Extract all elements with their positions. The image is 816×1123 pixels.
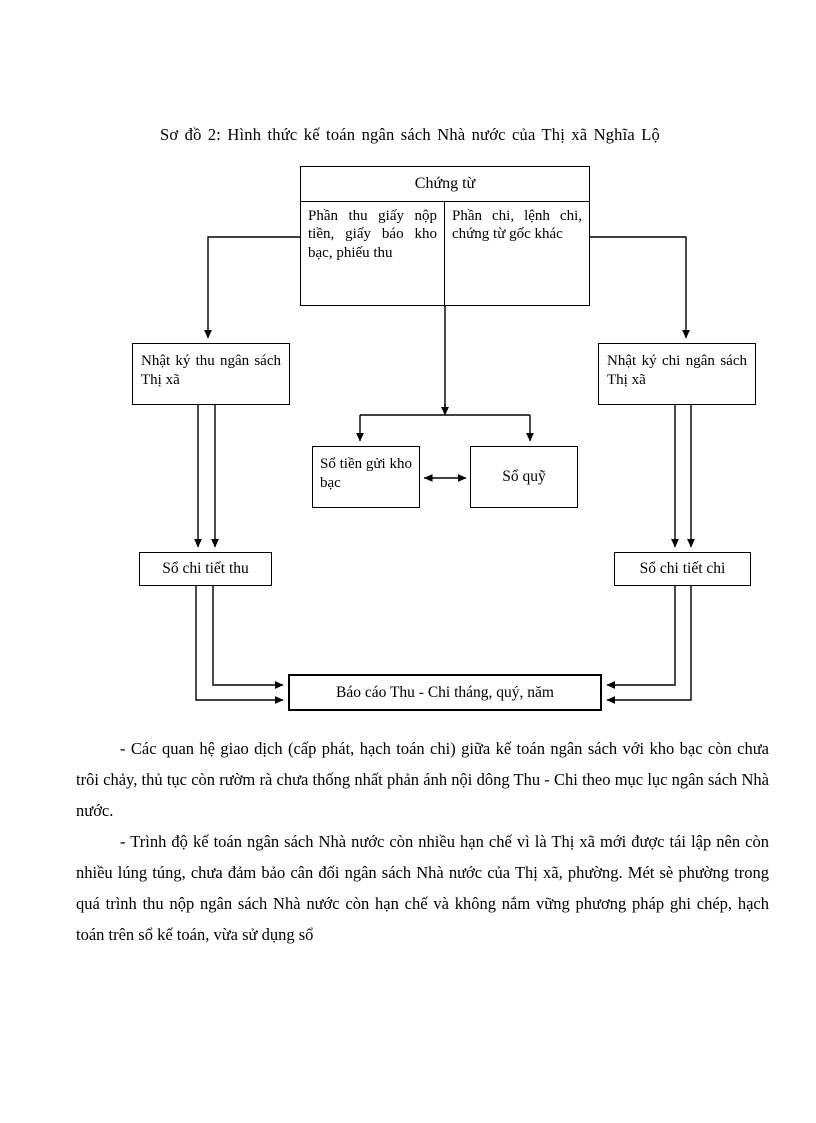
so-quy-label: Sổ quỹ — [502, 468, 546, 486]
diagram-connectors — [194, 236, 695, 704]
so-tien-gui-label: Sổ tiền gửi kho bạc — [320, 456, 412, 491]
figure-title: Sơ đồ 2: Hình thức kế toán ngân sách Nhà… — [160, 125, 660, 144]
node-nhat-ky-chi: Nhật ký chi ngân sách Thị xã — [598, 343, 756, 405]
so-chi-tiet-chi-label: Sổ chi tiết chi — [639, 560, 726, 578]
node-nhat-ky-thu: Nhật ký thu ngân sách Thị xã — [132, 343, 290, 405]
node-so-quy: Sổ quỹ — [470, 446, 578, 508]
nhat-ky-chi-label: Nhật ký chi ngân sách Thị xã — [607, 353, 747, 388]
node-so-chi-tiet-thu: Sổ chi tiết thu — [139, 552, 272, 586]
body-text: - Các quan hệ giao dịch (cấp phát, hạch … — [76, 733, 769, 950]
so-chi-tiet-thu-label: Sổ chi tiết thu — [162, 560, 249, 578]
accounting-flow-diagram: Chứng từ Phần thu giấy nộp tiền, giấy bá… — [132, 166, 756, 711]
chung-tu-header: Chứng từ — [301, 167, 589, 202]
chung-tu-columns: Phần thu giấy nộp tiền, giấy báo kho bạc… — [301, 202, 589, 307]
node-bao-cao: Báo cáo Thu - Chi tháng, quý, năm — [288, 674, 602, 711]
node-so-tien-gui-kho-bac: Sổ tiền gửi kho bạc — [312, 446, 420, 508]
chung-tu-left-cell: Phần thu giấy nộp tiền, giấy báo kho bạc… — [301, 202, 445, 307]
node-so-chi-tiet-chi: Sổ chi tiết chi — [614, 552, 751, 586]
nhat-ky-thu-label: Nhật ký thu ngân sách Thị xã — [141, 353, 281, 388]
bao-cao-label: Báo cáo Thu - Chi tháng, quý, năm — [336, 683, 554, 701]
chung-tu-right-cell: Phần chi, lệnh chi, chứng từ gốc khác — [452, 208, 582, 243]
node-chung-tu: Chứng từ Phần thu giấy nộp tiền, giấy bá… — [300, 166, 590, 307]
paragraph-1: - Các quan hệ giao dịch (cấp phát, hạch … — [76, 739, 769, 820]
paragraph-2: - Trình độ kế toán ngân sách Nhà nước cò… — [76, 832, 769, 944]
